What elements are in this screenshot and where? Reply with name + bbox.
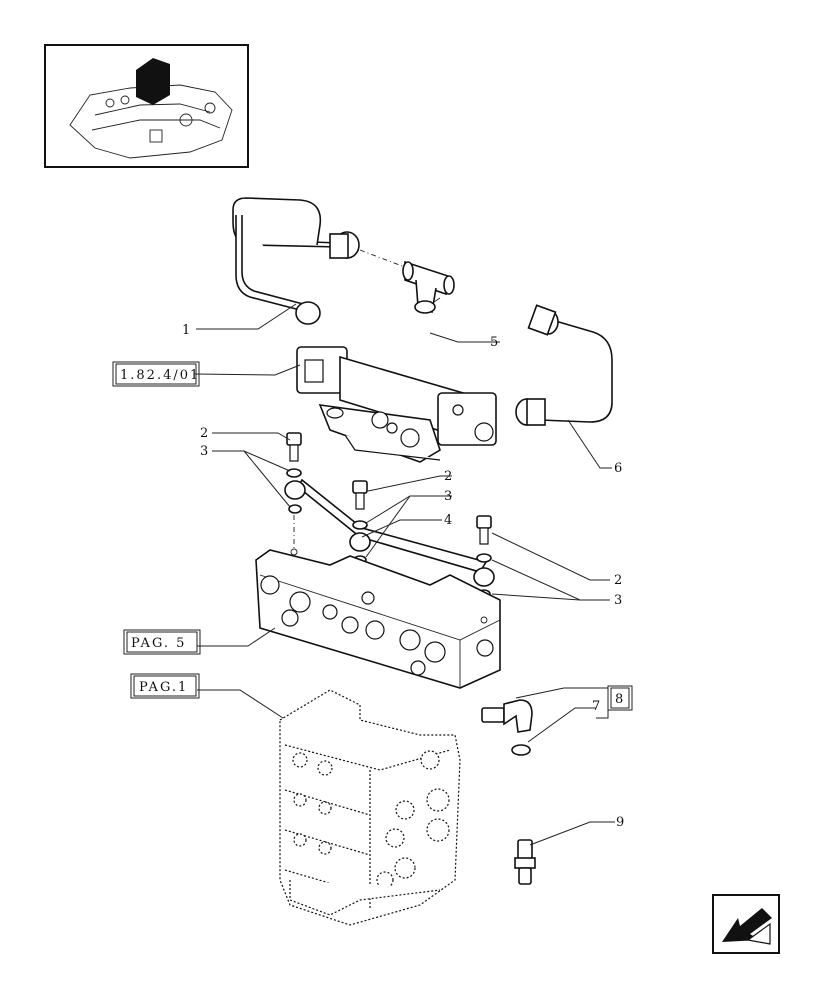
ref-box-8[interactable]: 8 (607, 685, 633, 711)
callout-9: 9 (616, 815, 624, 830)
control-valve-bank (279, 689, 461, 926)
callout-1: 1 (182, 323, 190, 338)
ref-box-pag-1[interactable]: PAG.1 (130, 673, 200, 699)
ref-label-pag-1: PAG.1 (139, 680, 188, 695)
pipe-1 (232, 197, 360, 325)
callout-3b: 3 (444, 489, 452, 504)
callout-2a: 2 (200, 426, 208, 441)
ref-box-pag-5[interactable]: PAG. 5 (123, 629, 201, 655)
callout-3c: 3 (614, 593, 622, 608)
callout-8: 8 (615, 692, 623, 707)
callout-6: 6 (614, 461, 622, 476)
callout-7: 7 (592, 699, 600, 714)
ref-label-pag-5: PAG. 5 (131, 636, 186, 651)
assembly-location-thumbnail[interactable] (44, 44, 249, 168)
ref-label-1-82-4-01: 1.82.4/01 (120, 368, 200, 383)
callout-4: 4 (444, 513, 452, 528)
elbow-fitting-7 (481, 699, 533, 756)
pipe-6 (515, 304, 613, 426)
tee-fitting-5 (359, 249, 455, 314)
back-arrow-icon[interactable] (712, 894, 780, 954)
callout-5: 5 (490, 335, 498, 350)
callout-3a: 3 (200, 444, 208, 459)
ref-box-1-82-4-01[interactable]: 1.82.4/01 (112, 361, 200, 387)
distributor-block (255, 548, 501, 689)
fitting-9 (514, 839, 536, 885)
hardware-stack (284, 432, 495, 620)
callout-2b: 2 (444, 469, 452, 484)
solenoid-valve-assembly (296, 346, 497, 463)
leader-lines (194, 303, 615, 846)
callout-2c: 2 (614, 573, 622, 588)
